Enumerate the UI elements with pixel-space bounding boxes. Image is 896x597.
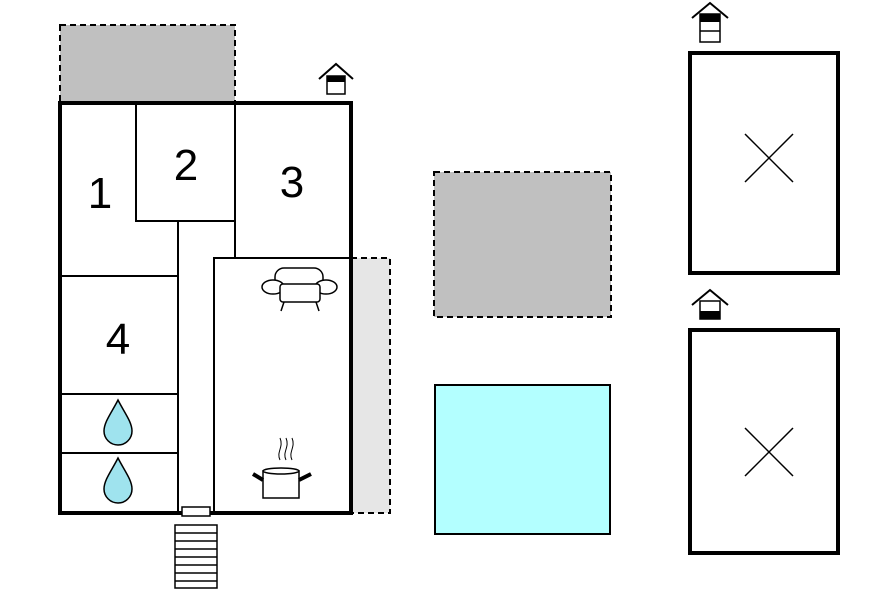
room-label-1: 1 bbox=[88, 169, 112, 218]
room-label-3: 3 bbox=[280, 158, 304, 207]
stairs-icon bbox=[174, 524, 218, 589]
room-label-4: 4 bbox=[106, 315, 130, 364]
floor-level-icon bbox=[691, 1, 729, 43]
room-label-2: 2 bbox=[174, 141, 198, 190]
entrance-door bbox=[181, 506, 211, 517]
terrace-top bbox=[59, 24, 236, 104]
sofa-icon bbox=[261, 267, 338, 312]
bed-cross-icon bbox=[744, 427, 794, 477]
floor-level-icon bbox=[691, 288, 729, 320]
water-drop-icon bbox=[103, 398, 133, 446]
house-outline bbox=[58, 101, 353, 515]
terrace-side bbox=[350, 257, 391, 514]
swimming-pool bbox=[434, 384, 611, 535]
floor-level-icon bbox=[318, 62, 354, 95]
cooking-pot-icon bbox=[251, 437, 312, 499]
bed-cross-icon bbox=[744, 133, 794, 183]
lower-floor-outline bbox=[688, 328, 840, 555]
terrace-middle bbox=[433, 171, 612, 318]
water-drop-icon bbox=[103, 456, 133, 504]
